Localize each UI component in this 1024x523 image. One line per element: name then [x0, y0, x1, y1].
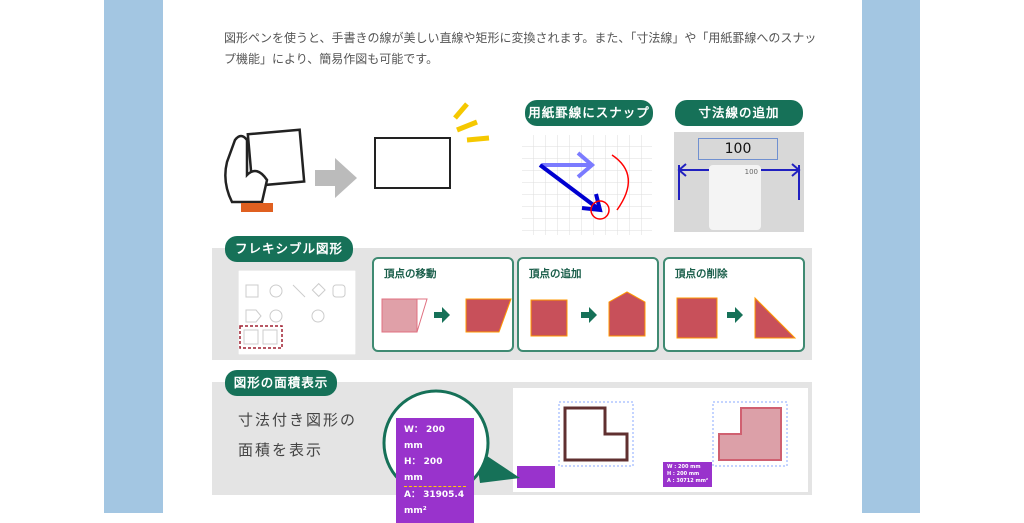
intro-text: 図形ペンを使うと、手書きの線が美しい直線や矩形に変換されます。また、「寸法線」や…: [224, 31, 817, 66]
area-badge: 図形の面積表示: [225, 370, 337, 396]
card-title: 頂点の削除: [675, 268, 728, 280]
keypad-display: 100: [744, 168, 758, 176]
shape-palette-screenshot: [238, 270, 356, 355]
vertex-delete-card: 頂点の削除: [663, 257, 805, 352]
area-readout-small-1: [517, 466, 555, 488]
hand-drawn-paper: [246, 128, 306, 188]
card-title: 頂点の追加: [529, 268, 582, 280]
vertex-add-card: 頂点の追加: [517, 257, 659, 352]
dimension-badge: 寸法線の追加: [675, 100, 803, 126]
shape-pen-illustration: [224, 102, 490, 212]
arrow-right-icon: [315, 158, 357, 198]
card-title: 頂点の移動: [384, 268, 437, 280]
sparkle-lines: [453, 102, 490, 143]
area-caption: 寸法付き図形の面積を表示: [238, 411, 358, 459]
left-margin-bar: [104, 0, 163, 513]
flexible-badge: フレキシブル図形: [225, 236, 353, 262]
hand-icon: [224, 134, 269, 204]
clean-rectangle: [374, 137, 451, 189]
snap-illustration: [522, 135, 652, 235]
vertex-move-card: 頂点の移動: [372, 257, 514, 352]
dimension-value: 100: [698, 138, 778, 160]
right-margin-bar: [862, 0, 920, 513]
cuff: [241, 203, 273, 212]
snap-badge: 用紙罫線にスナップ: [525, 100, 653, 126]
dimension-illustration: 100 100: [674, 132, 804, 232]
numeric-keypad[interactable]: 100: [709, 165, 761, 230]
